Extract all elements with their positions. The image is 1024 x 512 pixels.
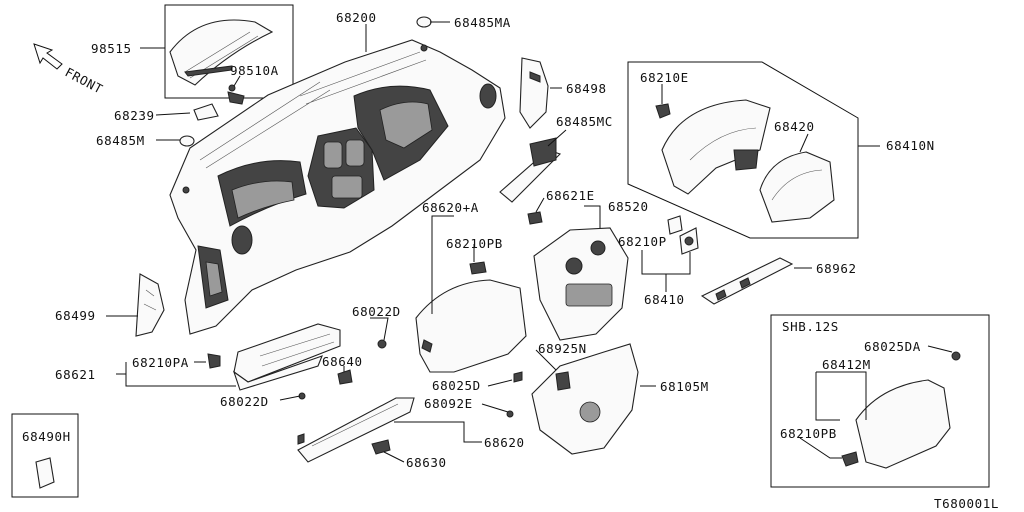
label-98510a: 98510A [230,63,279,78]
inset-title: SHB.12S [782,319,839,334]
label-68025d: 68025D [432,378,481,393]
label-68210pb: 68210PB [446,236,503,251]
cluster-finisher-part [759,151,835,223]
clip-68210p-part [667,215,699,255]
label-68025da: 68025DA [864,339,921,354]
label-68239: 68239 [114,108,155,123]
cluster-lid-68420-part [661,99,771,195]
cluster-lid-callout-box [627,61,859,239]
center-lower-68105m-part [506,343,639,455]
glove-box-68620a-part [415,261,527,383]
label-68640: 68640 [322,354,363,369]
label-68520: 68520 [608,199,649,214]
label-68420: 68420 [774,119,815,134]
label-68210p: 68210P [618,234,667,249]
label-68962: 68962 [816,261,857,276]
label-68490h: 68490H [22,429,71,444]
glove-box-68412m-part [841,351,961,469]
label-68410n: 68410N [886,138,935,153]
label-68620a: 68620+A [422,200,479,215]
variant-inset-box [770,314,990,488]
label-68485mc: 68485MC [556,114,613,129]
label-68621e: 68621E [546,188,595,203]
center-cluster-68520-part [527,211,629,341]
clip-68210e-part [655,103,671,119]
side-cover-68499-part [135,273,165,337]
label-68092e: 68092E [424,396,473,411]
label-68620: 68620 [484,435,525,450]
label-68022d-bottom: 68022D [220,394,269,409]
label-68210pb-inset: 68210PB [780,426,837,441]
side-cover-68498-part [519,57,549,129]
label-68499: 68499 [55,308,96,323]
clip-68485ma-part [416,16,432,28]
front-arrow-icon [33,43,63,70]
leader-lines [106,21,953,463]
finisher-68962-part [700,257,794,305]
label-68105m: 68105M [660,379,709,394]
label-68412m: 68412M [822,357,871,372]
label-68498: 68498 [566,81,607,96]
clip-68485m-part [179,135,195,147]
glove-box-lid-68621-part [207,323,387,400]
label-68925n: 68925N [538,341,587,356]
lower-cover-68620-part [297,397,415,463]
label-68485ma: 68485MA [454,15,511,30]
label-68630: 68630 [406,455,447,470]
label-98515: 98515 [91,41,132,56]
label-68410: 68410 [644,292,685,307]
pad-68239-part [193,103,219,121]
instrument-panel-assembly [169,39,506,335]
diagram-code: T680001L [934,496,999,511]
coin-box-68490h-part [35,457,55,489]
label-68485m: 68485M [96,133,145,148]
label-68621: 68621 [55,367,96,382]
label-68022d-top: 68022D [352,304,401,319]
coin-box-callout-box [11,413,79,498]
front-direction-label: FRONT [63,64,106,96]
label-68210pa: 68210PA [132,355,189,370]
label-68200: 68200 [336,10,377,25]
label-68210e: 68210E [640,70,689,85]
meter-hood-part [169,19,274,86]
clip-98510a-part [227,84,245,105]
